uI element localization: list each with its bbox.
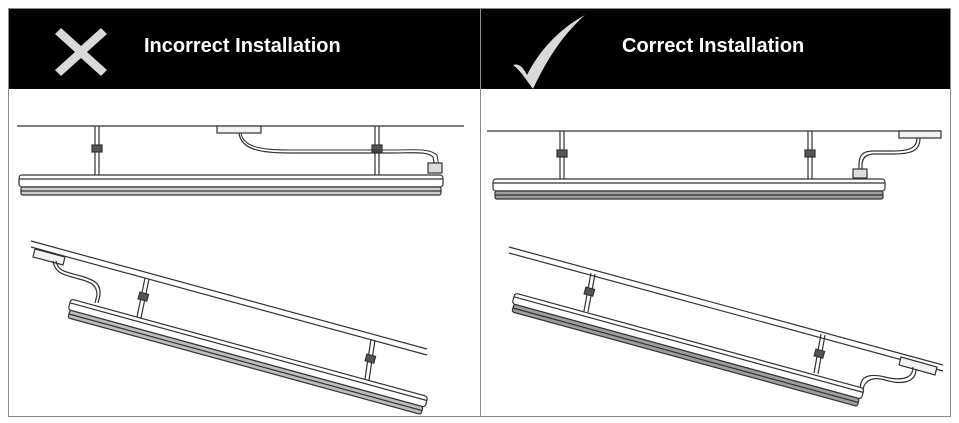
sloped-suspension-rod-left	[583, 272, 596, 313]
suspension-rod-right	[804, 131, 816, 179]
power-cable	[238, 132, 436, 168]
suspension-rod-left	[556, 131, 568, 179]
incorrect-panel	[9, 89, 480, 416]
x-mark-icon	[55, 28, 107, 76]
sloped-power-cable	[858, 366, 914, 394]
power-cable	[858, 137, 918, 171]
sloped-heater-fixture	[67, 299, 428, 415]
sloped-junction-box	[32, 248, 66, 266]
checkmark-icon	[513, 15, 585, 89]
incorrect-header: Incorrect Installation	[9, 9, 480, 89]
junction-box	[216, 125, 262, 134]
sloped-suspension-rod-right	[813, 333, 826, 375]
sloped-power-cable	[52, 260, 98, 304]
junction-box	[898, 130, 942, 139]
correct-panel	[481, 89, 950, 416]
correct-title: Correct Installation	[622, 35, 805, 57]
sloped-suspension-rod-right	[364, 338, 377, 381]
sloped-ceiling-line	[30, 240, 428, 350]
heater-fixture	[492, 178, 886, 200]
comparison-figure: Incorrect Installation Correct Installat…	[8, 8, 951, 417]
correct-illustration	[487, 130, 944, 407]
suspension-rod-left	[91, 126, 103, 175]
cable-gland	[427, 162, 443, 174]
correct-header: Correct Installation	[481, 9, 950, 89]
incorrect-title: Incorrect Installation	[144, 35, 341, 57]
panel-divider	[480, 9, 481, 416]
sloped-heater-fixture	[511, 293, 865, 407]
cable-gland	[852, 168, 868, 179]
sloped-junction-box	[898, 356, 938, 376]
sloped-ceiling-line	[508, 246, 944, 366]
heater-fixture	[18, 174, 444, 196]
incorrect-illustration	[17, 125, 464, 415]
sloped-suspension-rod-left	[136, 277, 150, 319]
